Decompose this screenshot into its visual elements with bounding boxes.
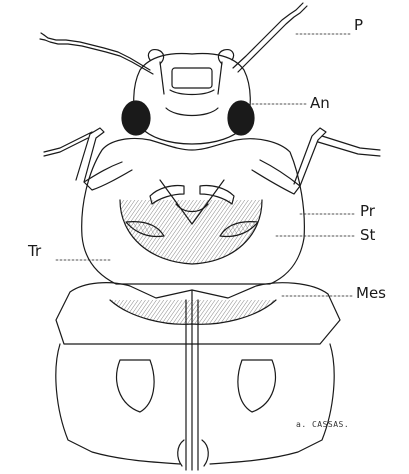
eye-left <box>122 101 150 135</box>
eye-right <box>228 101 254 135</box>
abdomen <box>56 344 334 466</box>
prothorax <box>82 138 305 284</box>
mesothorax <box>56 283 340 470</box>
front-legs <box>44 128 380 204</box>
artist-signature: a. CASSAS. <box>296 420 349 429</box>
label-pr: Pr <box>360 204 375 219</box>
antenna-left <box>40 33 153 74</box>
label-tr: Tr <box>28 244 41 259</box>
antenna-right <box>233 3 307 72</box>
label-st: St <box>360 228 375 243</box>
label-p: P <box>354 18 363 33</box>
label-mes: Mes <box>356 286 386 301</box>
label-an: An <box>310 96 330 111</box>
